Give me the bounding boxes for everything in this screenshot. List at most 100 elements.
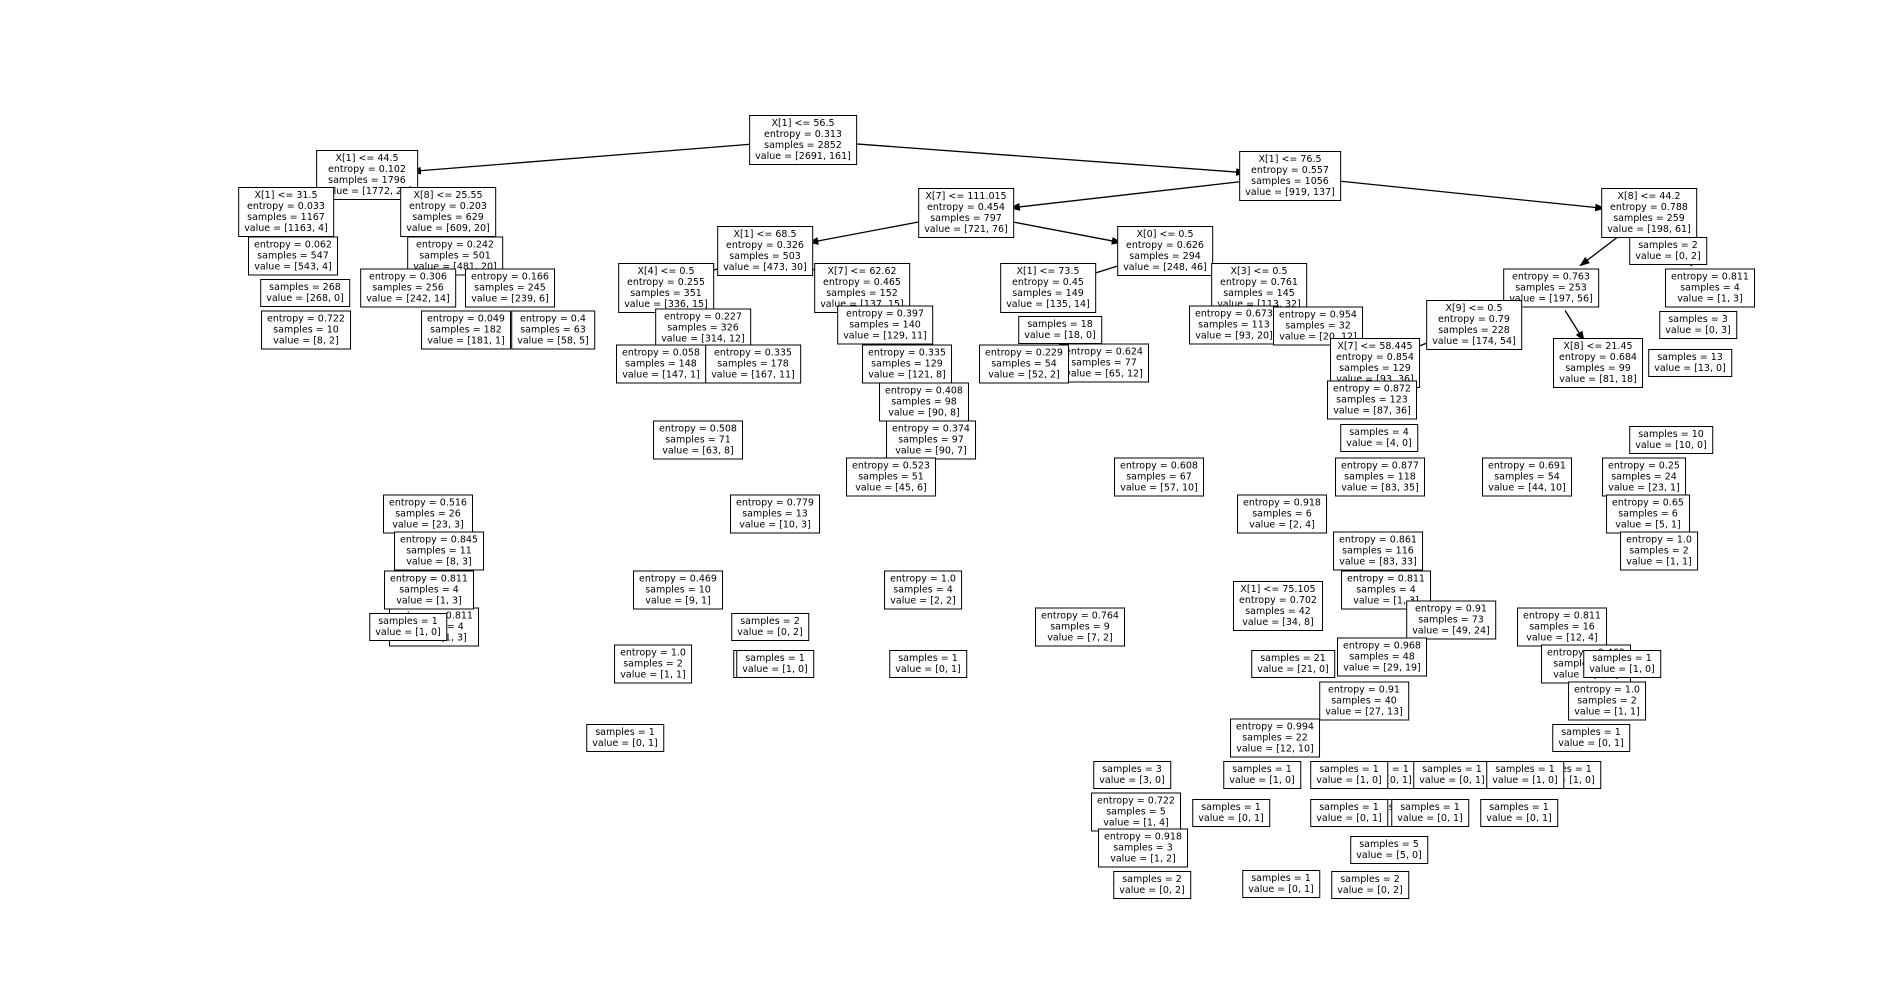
node-text: samples = 228 bbox=[1438, 325, 1510, 336]
node-text: entropy = 0.25 bbox=[1608, 460, 1680, 472]
node-text: samples = 77 bbox=[1071, 357, 1137, 369]
node-text: entropy = 0.229 bbox=[985, 347, 1063, 359]
node-text: entropy = 0.397 bbox=[846, 308, 924, 320]
node-text: entropy = 0.877 bbox=[1341, 460, 1419, 472]
node-text: samples = 16 bbox=[1529, 621, 1595, 633]
node-text: entropy = 0.523 bbox=[852, 460, 930, 472]
node-text: value = [473, 30] bbox=[723, 262, 807, 273]
node-text: samples = 1 bbox=[1592, 653, 1652, 664]
node-text: value = [93, 36] bbox=[1336, 374, 1414, 385]
node-text: samples = 3 bbox=[1668, 314, 1728, 325]
node-text: samples = 22 bbox=[1242, 732, 1308, 744]
node-text: value = [0, 3] bbox=[1665, 325, 1731, 336]
node-text: entropy = 0.788 bbox=[1610, 202, 1688, 213]
node-text: entropy = 0.465 bbox=[823, 277, 901, 288]
node-text: samples = 326 bbox=[667, 322, 739, 334]
node-text: samples = 21 bbox=[1260, 653, 1326, 664]
node-text: value = [10, 3] bbox=[739, 519, 811, 531]
node-text: samples = 54 bbox=[991, 358, 1057, 370]
node-text: value = [5, 1] bbox=[1615, 519, 1681, 531]
node-text: entropy = 0.968 bbox=[1343, 640, 1421, 652]
node-text: samples = 140 bbox=[849, 319, 921, 331]
node-text: value = [0, 2] bbox=[1119, 885, 1185, 896]
node-text: samples = 1 bbox=[1201, 802, 1261, 813]
node-text: entropy = 0.872 bbox=[1333, 383, 1411, 395]
node-text: samples = 54 bbox=[1494, 471, 1560, 483]
node-text: samples = 97 bbox=[898, 434, 964, 446]
node-text: value = [248, 46] bbox=[1123, 262, 1207, 273]
node-text: samples = 1 bbox=[1422, 764, 1482, 775]
node-text: value = [45, 6] bbox=[855, 482, 927, 494]
node-text: value = [34, 8] bbox=[1242, 617, 1314, 628]
node-text: samples = 1 bbox=[1561, 727, 1621, 738]
node-text: samples = 182 bbox=[430, 324, 502, 336]
node-text: value = [0, 1] bbox=[1316, 813, 1382, 824]
node-text: samples = 13 bbox=[1657, 352, 1723, 363]
node-text: value = [2691, 161] bbox=[755, 151, 851, 162]
node-text: entropy = 1.0 bbox=[620, 647, 686, 659]
node-text: value = [57, 10] bbox=[1120, 482, 1198, 494]
node-text: samples = 4 bbox=[893, 584, 953, 596]
node-text: X[1] <= 44.5 bbox=[335, 153, 399, 164]
node-text: X[1] <= 68.5 bbox=[733, 229, 797, 240]
node-text: value = [2, 4] bbox=[1249, 519, 1315, 531]
node-text: value = [197, 56] bbox=[1509, 293, 1593, 305]
node-text: X[7] <= 58.445 bbox=[1337, 341, 1413, 352]
node-text: samples = 5 bbox=[1359, 839, 1419, 850]
node-text: entropy = 0.691 bbox=[1488, 460, 1566, 472]
node-text: samples = 10 bbox=[273, 324, 339, 336]
node-text: samples = 3 bbox=[1102, 764, 1162, 775]
node-text: value = [13, 0] bbox=[1654, 363, 1726, 374]
node-text: value = [52, 2] bbox=[988, 369, 1060, 381]
node-text: entropy = 0.062 bbox=[254, 239, 332, 251]
tree-edge bbox=[1010, 220, 1123, 245]
node-text: X[0] <= 0.5 bbox=[1136, 229, 1194, 240]
node-text: value = [23, 3] bbox=[392, 519, 464, 531]
node-text: samples = 24 bbox=[1611, 471, 1677, 483]
node-text: samples = 178 bbox=[717, 358, 789, 370]
node-text: samples = 9 bbox=[1050, 621, 1110, 633]
node-text: samples = 1 bbox=[1319, 764, 1379, 775]
node-text: samples = 1 bbox=[595, 727, 655, 738]
node-text: samples = 2852 bbox=[764, 140, 842, 151]
node-text: samples = 6 bbox=[1618, 508, 1678, 520]
node-text: samples = 797 bbox=[930, 213, 1002, 224]
node-text: samples = 1 bbox=[898, 653, 958, 664]
node-text: X[8] <= 44.2 bbox=[1617, 191, 1681, 202]
node-text: value = [44, 10] bbox=[1488, 482, 1566, 494]
node-text: value = [1, 0] bbox=[1589, 664, 1655, 675]
node-text: samples = 42 bbox=[1245, 606, 1311, 617]
node-text: entropy = 0.255 bbox=[627, 277, 705, 288]
node-text: samples = 129 bbox=[1339, 363, 1411, 374]
node-text: samples = 6 bbox=[1252, 508, 1312, 520]
node-text: value = [0, 2] bbox=[1337, 885, 1403, 896]
node-text: value = [1, 0] bbox=[1492, 775, 1558, 786]
node-text: entropy = 0.764 bbox=[1041, 610, 1119, 622]
